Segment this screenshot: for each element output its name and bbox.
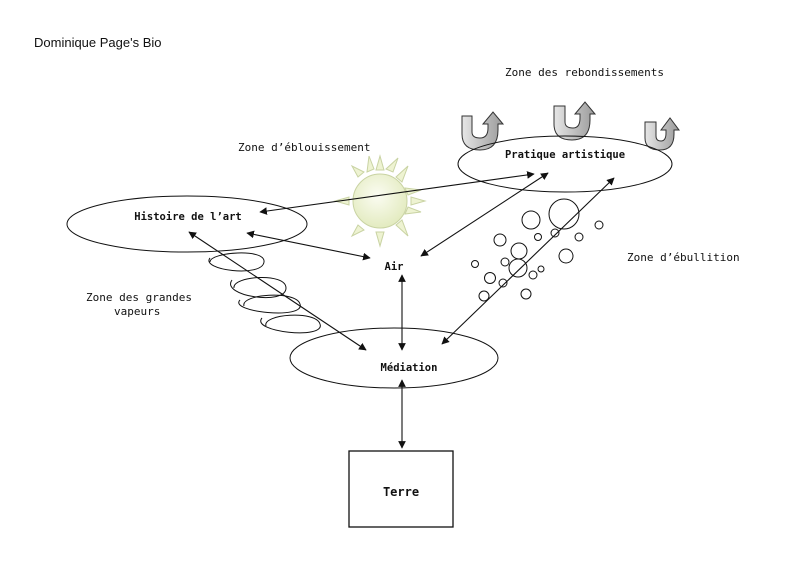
mediation-ellipse	[289, 327, 499, 389]
terre-box	[348, 450, 454, 528]
terre-label: Terre	[383, 485, 419, 499]
histoire-label: Histoire de l’art	[134, 211, 241, 223]
bubble-icon	[471, 198, 604, 302]
histoire-ellipse	[66, 195, 308, 253]
pratique-label: Pratique artistique	[505, 149, 625, 161]
mediation-label: Médiation	[381, 362, 438, 374]
pratique-ellipse	[457, 135, 673, 193]
rebound-arrow-icon	[644, 117, 680, 151]
histoire-mediation-arrow	[188, 231, 367, 351]
sun-icon	[333, 154, 427, 248]
zone-rebondissements-label: Zone des rebondissements	[505, 66, 664, 79]
vapour-spiral-icon	[208, 252, 321, 334]
mediation-pratique-arrow	[441, 177, 615, 345]
zone-eblouissement-label: Zone d’éblouissement	[238, 141, 370, 154]
rebound-arrow-icon	[553, 101, 597, 141]
page-title: Dominique Page's Bio	[34, 35, 162, 50]
zone-vapeurs-label-line2: vapeurs	[114, 305, 160, 318]
rebound-arrow-icon	[461, 111, 505, 151]
air-label: Air	[385, 261, 404, 273]
zone-ebullition-label: Zone d’ébullition	[627, 251, 740, 264]
zone-vapeurs-label-line1: Zone des grandes	[86, 291, 192, 304]
